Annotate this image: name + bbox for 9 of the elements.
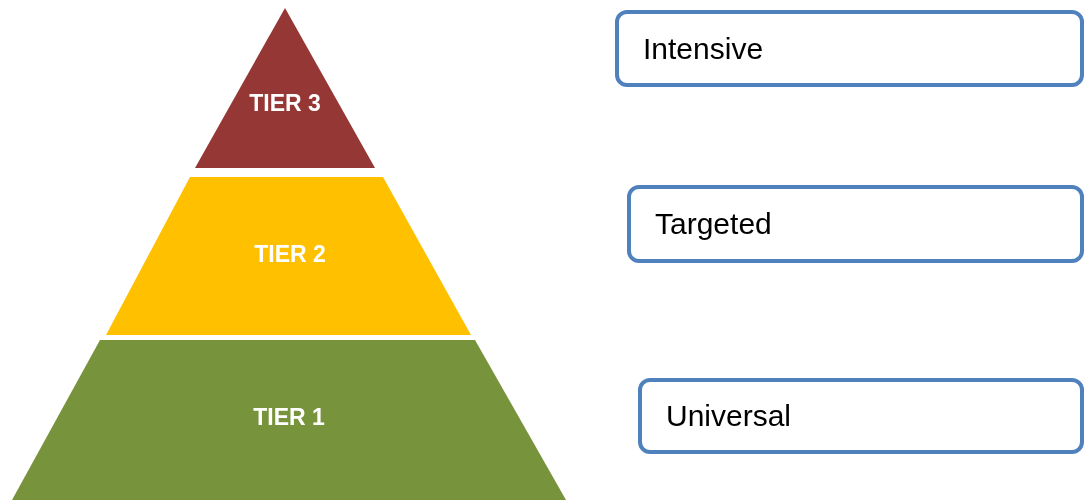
- label-box: [627, 185, 1084, 263]
- level-label: Targeted: [655, 207, 772, 241]
- tier-label: TIER 1: [252, 404, 326, 431]
- tier-label: TIER 3: [248, 90, 322, 117]
- level-label: Intensive: [643, 31, 764, 66]
- label-box: [615, 10, 1084, 87]
- level-label: Universal: [666, 399, 792, 433]
- tier-label: TIER 2: [253, 241, 327, 268]
- label-box: [638, 378, 1084, 454]
